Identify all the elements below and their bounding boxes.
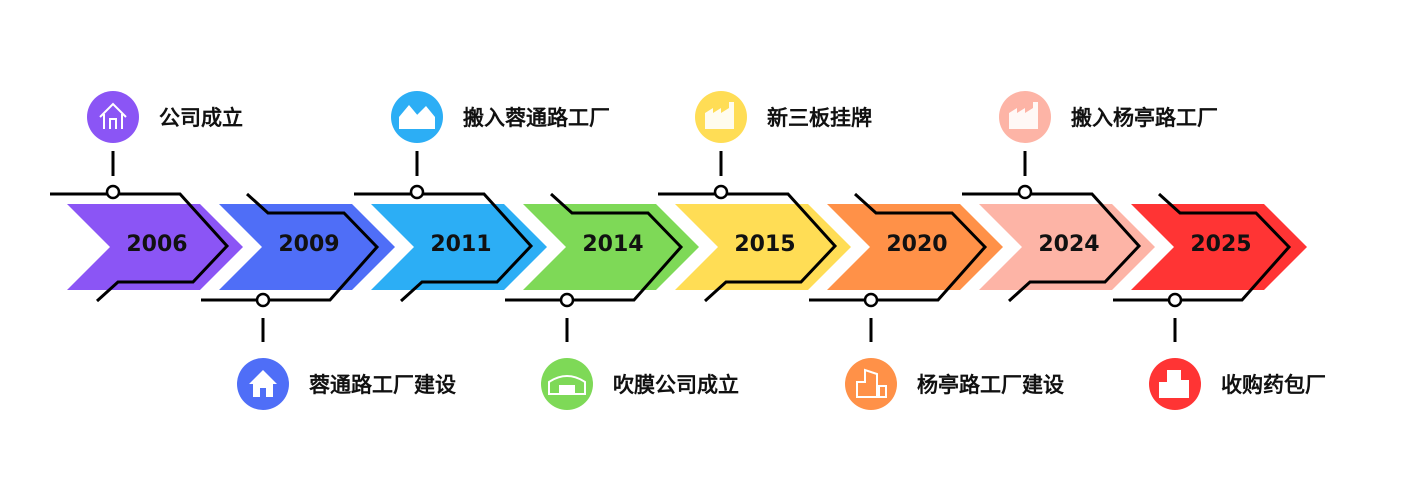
event-label: 搬入杨亭路工厂 xyxy=(1071,106,1218,130)
timeline-item-2009: 2009 蓉通路工厂建设 xyxy=(201,192,456,410)
building-icon xyxy=(845,358,897,410)
node-marker xyxy=(713,184,729,200)
event-label: 杨亭路工厂建设 xyxy=(917,373,1064,397)
factory-icon xyxy=(999,91,1051,143)
chevron-2020 xyxy=(827,204,1003,290)
warehouse-icon xyxy=(541,358,593,410)
event-label: 收购药包厂 xyxy=(1221,373,1326,397)
node-marker xyxy=(559,292,575,308)
connector-line xyxy=(658,192,838,303)
year-label: 2015 xyxy=(734,232,795,257)
chevron-2009 xyxy=(219,204,395,290)
house-icon xyxy=(237,358,289,410)
houses-icon xyxy=(391,91,443,143)
connector-line xyxy=(50,192,230,303)
chevron-2006 xyxy=(67,204,243,290)
event-label: 吹膜公司成立 xyxy=(613,373,739,397)
skyscraper-icon xyxy=(1149,358,1201,410)
year-label: 2006 xyxy=(126,232,187,257)
timeline-item-2025: 2025 收购药包厂 xyxy=(1113,192,1326,410)
chevron-2014 xyxy=(523,204,699,290)
year-label: 2009 xyxy=(278,232,339,257)
node-marker xyxy=(255,292,271,308)
connector-line xyxy=(962,192,1142,303)
chevron-2025 xyxy=(1131,204,1307,290)
node-marker xyxy=(105,184,121,200)
event-label: 搬入蓉通路工厂 xyxy=(463,106,610,130)
connector-line xyxy=(505,192,684,302)
connector-line xyxy=(809,192,988,302)
factory-icon xyxy=(695,91,747,143)
chevron-2011 xyxy=(371,204,547,290)
event-label: 蓉通路工厂建设 xyxy=(309,373,456,397)
connector-line xyxy=(354,192,534,303)
timeline-item-2006: 2006 公司成立 xyxy=(50,91,243,303)
timeline-item-2020: 2020 杨亭路工厂建设 xyxy=(809,192,1064,410)
chevron-2015 xyxy=(675,204,851,290)
year-label: 2020 xyxy=(886,232,947,257)
connector-line xyxy=(201,192,380,302)
node-marker xyxy=(409,184,425,200)
event-label: 公司成立 xyxy=(159,106,243,130)
node-marker xyxy=(1167,292,1183,308)
node-marker xyxy=(863,292,879,308)
timeline-item-2014: 2014 吹膜公司成立 xyxy=(505,192,739,410)
event-label: 新三板挂牌 xyxy=(767,106,872,130)
node-marker xyxy=(1017,184,1033,200)
timeline-item-2011: 2011 搬入蓉通路工厂 xyxy=(354,91,610,303)
house-outline-icon xyxy=(87,91,139,143)
chevron-2024 xyxy=(979,204,1155,290)
timeline-item-2024: 2024 搬入杨亭路工厂 xyxy=(962,91,1218,303)
year-label: 2011 xyxy=(430,232,491,257)
timeline-item-2015: 2015 新三板挂牌 xyxy=(658,91,872,303)
connector-line xyxy=(1113,192,1292,302)
year-label: 2024 xyxy=(1038,232,1099,257)
year-label: 2014 xyxy=(582,232,643,257)
year-label: 2025 xyxy=(1190,232,1251,257)
